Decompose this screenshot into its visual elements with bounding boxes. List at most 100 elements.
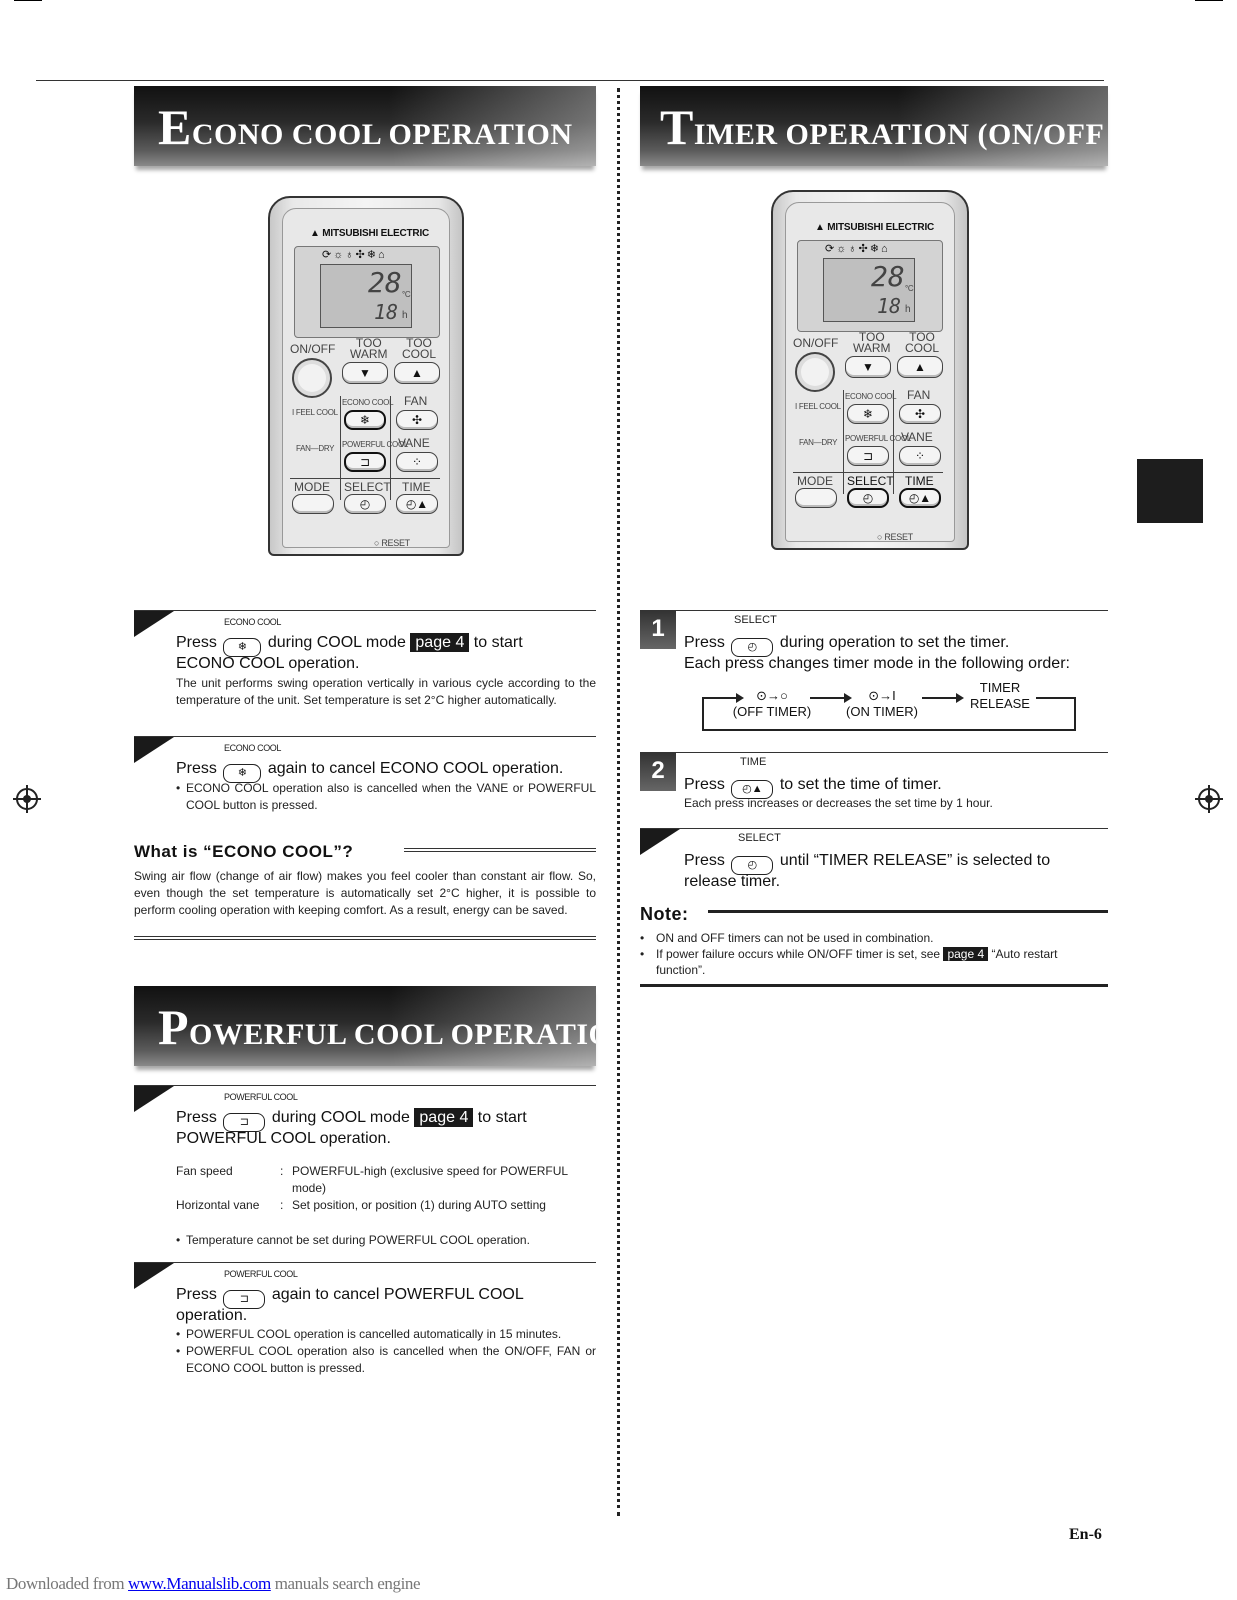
list-item: If power failure occurs while ON/OFF tim…: [640, 946, 1108, 978]
remote-unit-h: h: [905, 304, 911, 315]
timer-cycle-loop: [702, 697, 1076, 731]
page-ref: page 4: [943, 947, 989, 961]
flow-arrow: [702, 693, 744, 703]
step-number: 1: [640, 611, 676, 649]
list-item: ECONO COOL operation also is cancelled w…: [176, 780, 596, 814]
list-item: Temperature cannot be set during POWERFU…: [176, 1232, 596, 1249]
remote-unit-h: h: [402, 310, 408, 321]
section-end-rule: [134, 936, 596, 940]
remote-mode-icons: ⟳☼♁✣❄⌂: [322, 249, 387, 261]
timer-step2-desc: Each press increases or decreases the se…: [684, 796, 993, 810]
column-divider: [617, 88, 620, 1516]
remote-unit-c: °C: [905, 284, 914, 293]
table-row: Horizontal vane : Set position, or posit…: [176, 1198, 546, 1212]
list-item: POWERFUL COOL operation also is cancelle…: [176, 1343, 596, 1377]
econo-step2-text: Press ❄ again to cancel ECONO COOL opera…: [176, 758, 563, 783]
remote-econo-button: ❄: [847, 404, 889, 424]
remote-time-button: ◴▲: [396, 494, 438, 514]
list-item: ON and OFF timers can not be used in com…: [640, 930, 1108, 946]
econo-step1-text: Press ❄ during COOL mode page 4 to start: [176, 632, 523, 657]
remote-mode-icons: ⟳☼♁✣❄⌂: [825, 243, 890, 255]
remote-fan-label: FAN: [907, 388, 931, 402]
econo-step1-line2: ECONO COOL operation.: [176, 655, 360, 672]
remote-time-label: TIME: [905, 474, 934, 488]
registration-mark-icon: [1195, 785, 1223, 813]
step-rule: [134, 610, 596, 611]
note-title: Note:: [640, 904, 689, 924]
remote-brand: ▲ MITSUBISHI ELECTRIC: [815, 222, 935, 233]
select-button-caption: SELECT: [738, 832, 781, 844]
remote-unit-c: °C: [402, 290, 411, 299]
powerful-step1-line2: POWERFUL COOL operation.: [176, 1130, 391, 1147]
econo-button-caption: ECONO COOL: [224, 743, 282, 753]
remote-onoff-label: ON/OFF: [290, 342, 336, 356]
remote-lcd: [320, 264, 412, 328]
on-timer-flow: ⊙→I(ON TIMER): [846, 688, 918, 719]
flow-line: [1036, 697, 1076, 699]
econo-step2-notes: ECONO COOL operation also is cancelled w…: [176, 780, 596, 814]
select-button-caption: SELECT: [734, 614, 777, 626]
remote-fan-button: ✣: [396, 410, 438, 430]
remote-temp-digits: 28: [368, 266, 402, 299]
flow-arrow: [810, 693, 852, 703]
remote-fandry-label: FAN—DRY: [799, 438, 838, 447]
time-button-icon: ◴▲: [731, 780, 774, 799]
remote-control-image: ▲ MITSUBISHI ELECTRIC ⟳☼♁✣❄⌂ 28 °C 18 h …: [771, 190, 969, 550]
remote-econo-label: ECONO COOL: [342, 398, 394, 407]
remote-mode-button: [795, 488, 837, 508]
remote-select-button: ◴: [847, 488, 889, 508]
timer-banner: TIMER OPERATION (ON/OFF TIMER): [640, 86, 1108, 166]
powerful-step2-text: Press ⊐ again to cancel POWERFUL COOL: [176, 1284, 524, 1309]
powerful-cool-button-icon: ⊐: [223, 1290, 266, 1309]
select-button-icon: ◴: [731, 638, 774, 657]
timer-title: TIMER OPERATION (ON/OFF TIMER): [660, 99, 1108, 155]
timer-step1-line2: Each press changes timer mode in the fol…: [684, 655, 1070, 672]
remote-mode-label: MODE: [294, 480, 330, 494]
powerful-button-caption: POWERFUL COOL: [224, 1092, 298, 1102]
powerful-step2-line2: operation.: [176, 1307, 248, 1324]
remote-control-image: ▲ MITSUBISHI ELECTRIC ⟳☼♁✣❄⌂ 28 °C 18 h …: [268, 196, 464, 556]
remote-time-digits: 18: [374, 300, 399, 324]
manualslib-link[interactable]: www.Manualslib.com: [128, 1574, 271, 1593]
remote-select-label: SELECT: [847, 474, 894, 488]
step-rule: [640, 828, 1108, 829]
step-rule: [134, 1262, 596, 1263]
remote-powerful-button: ⊐: [847, 446, 889, 466]
step-rule: [134, 736, 596, 737]
page-ref: page 4: [414, 1108, 474, 1127]
econo-cool-button-icon: ❄: [223, 638, 262, 657]
remote-ifeel-label: I FEEL COOL: [292, 408, 338, 417]
remote-time-digits: 18: [877, 294, 902, 318]
remote-fan-label: FAN: [404, 394, 428, 408]
remote-onoff-label: ON/OFF: [793, 336, 839, 350]
list-item: POWERFUL COOL operation is cancelled aut…: [176, 1326, 596, 1343]
powerful-step2-notes: POWERFUL COOL operation is cancelled aut…: [176, 1326, 596, 1377]
remote-select-label: SELECT: [344, 480, 391, 494]
table-row: Fan speed : POWERFUL-high (exclusive spe…: [176, 1164, 568, 1195]
timer-step3-line2: release timer.: [684, 873, 781, 890]
registration-mark-icon: [13, 785, 41, 813]
step-rule: [640, 752, 1108, 753]
remote-onoff-button: [292, 358, 332, 398]
remote-temp-digits: 28: [871, 260, 905, 293]
remote-econo-label: ECONO COOL: [845, 392, 897, 401]
timer-step2-text: Press ◴▲ to set the time of timer.: [684, 774, 942, 799]
remote-onoff-button: [795, 352, 835, 392]
remote-vane-label: VANE: [398, 436, 430, 450]
step-marker-icon: [134, 611, 174, 637]
powerful-cool-banner: POWERFUL COOL OPERATION: [134, 986, 596, 1066]
remote-down-button: ▼: [845, 356, 891, 378]
step-rule: [640, 610, 1108, 611]
remote-down-button: ▼: [342, 362, 388, 384]
remote-econo-button: ❄: [344, 410, 386, 430]
select-button-icon: ◴: [731, 856, 774, 875]
title-rule: [404, 848, 596, 852]
remote-vane-button: ⁘: [396, 452, 438, 472]
powerful-cool-title: POWERFUL COOL OPERATION: [158, 999, 596, 1055]
remote-fan-button: ✣: [899, 404, 941, 424]
step-marker-icon: [640, 829, 680, 855]
